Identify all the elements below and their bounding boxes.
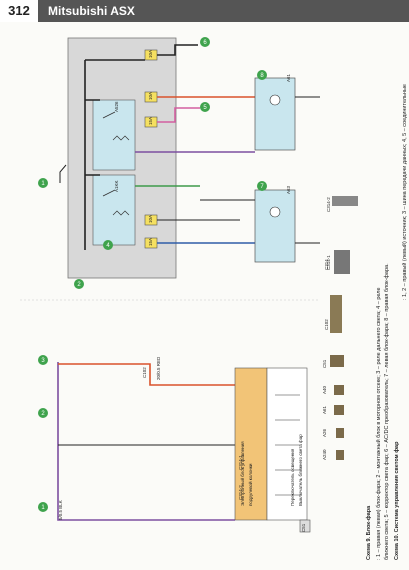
manual-title: Mitsubishi ASX bbox=[48, 4, 135, 18]
marker-5: 5 bbox=[203, 105, 207, 111]
callout-marker bbox=[38, 408, 48, 418]
wire-low-label: 5/0.5 BLK bbox=[58, 500, 63, 520]
connector-label-upper-1: C314-1 bbox=[326, 255, 331, 270]
conn-c51-label: C51 bbox=[301, 523, 306, 532]
headlamp-block-a61 bbox=[254, 77, 296, 151]
headlamp-block-a63 bbox=[254, 189, 296, 263]
lamp-icon bbox=[269, 94, 281, 106]
marker-1-lower: 1 bbox=[41, 505, 45, 511]
connector-c51-icon bbox=[330, 355, 344, 367]
fuse-label: 10A bbox=[148, 215, 153, 223]
marker-6: 6 bbox=[203, 40, 207, 46]
callout-marker bbox=[103, 240, 113, 250]
relay-low-label: A1KK bbox=[114, 180, 119, 192]
callout-marker bbox=[38, 355, 48, 365]
unit-right-label-2: Выключатель ближнего света фар bbox=[298, 434, 303, 506]
wire-purple-lower bbox=[57, 362, 235, 521]
caption-lower-text-1: : 1, 2 – правый (левый) источник; 3 – ши… bbox=[402, 84, 408, 300]
connector-label-middle-0: C314 bbox=[324, 259, 329, 270]
component-labels: A526 A1KK A61 A63 10A 10A 15A 10A 15A Эл… bbox=[58, 50, 306, 532]
connector-c314-2-icon bbox=[332, 196, 358, 206]
marker-8: 8 bbox=[260, 73, 264, 79]
input-wire bbox=[59, 164, 67, 183]
wire-pink bbox=[157, 107, 200, 123]
header-bar: Mitsubishi ASX bbox=[38, 0, 409, 22]
fuse-label: 10A bbox=[148, 92, 153, 100]
fuse-label: 15A bbox=[148, 238, 153, 246]
light-switch-unit bbox=[266, 367, 308, 521]
wire-red-lower bbox=[58, 363, 235, 386]
block-top-label: A61 bbox=[286, 73, 291, 82]
power-bus-wire bbox=[84, 44, 198, 250]
callout-marker bbox=[38, 502, 48, 512]
fuse-label: 10A bbox=[148, 50, 153, 58]
unit-left-label-2: подрулевой колонки bbox=[247, 463, 253, 506]
conn-c314-2-label: C314-2 bbox=[238, 485, 243, 500]
marker-1: 1 bbox=[41, 181, 45, 187]
caption-lower-title: Схема 10. Система управления светом фар bbox=[394, 441, 400, 560]
switch-contacts bbox=[275, 394, 300, 496]
callout-marker bbox=[257, 181, 267, 191]
caption-upper-title: Схема 9. Блок-фара bbox=[366, 505, 372, 560]
steering-control-unit bbox=[234, 367, 268, 521]
connector-label-middle-1: C102 bbox=[324, 319, 329, 330]
caption-upper-text-2: ближнего света; 5 – корректор света фар;… bbox=[384, 263, 390, 560]
callout-marker bbox=[200, 37, 210, 47]
wire-high-label: 20/0.5 RED bbox=[156, 356, 161, 380]
marker-3: 3 bbox=[41, 358, 45, 364]
relay-coil-high bbox=[112, 135, 130, 141]
connector-a40-icon bbox=[334, 385, 344, 395]
lamp-icon bbox=[269, 206, 281, 218]
connector-a61-icon bbox=[334, 405, 344, 415]
callout-marker bbox=[257, 70, 267, 80]
page-number: 312 bbox=[0, 0, 38, 22]
marker-4: 4 bbox=[106, 243, 110, 249]
conn-c314-1-label: C314-1 bbox=[238, 455, 243, 470]
connector-a26-icon bbox=[336, 428, 344, 438]
marker-2-lower: 2 bbox=[41, 411, 45, 417]
callout-markers bbox=[38, 37, 267, 512]
fuse-label: 15A bbox=[148, 117, 153, 125]
connector-label-lower-0: C51 bbox=[322, 359, 327, 368]
marker-numbers: 6 5 8 7 1 4 2 3 2 1 bbox=[41, 40, 264, 511]
connector-label-lower-4: A240 bbox=[322, 449, 327, 460]
connector-label-lower-1: A40 bbox=[322, 385, 327, 394]
low-beam-relay bbox=[92, 174, 136, 246]
marker-2: 2 bbox=[77, 282, 81, 288]
ground-block bbox=[299, 519, 311, 533]
connector-c314-1-icon bbox=[334, 250, 350, 274]
conn-c102-label: C102 bbox=[142, 367, 147, 378]
relay-high-label: A526 bbox=[114, 101, 119, 112]
high-beam-relay bbox=[92, 99, 136, 171]
connector-label-upper-0: C314-2 bbox=[326, 197, 331, 212]
connector-a240-icon bbox=[336, 450, 344, 460]
relay-switch-high bbox=[102, 111, 116, 119]
relay-coil-low bbox=[112, 210, 130, 216]
relay-switch-low bbox=[102, 189, 116, 197]
unit-right-label: Переключатель освещения bbox=[290, 448, 295, 506]
marker-7: 7 bbox=[260, 184, 264, 190]
block-bottom-label: A63 bbox=[286, 185, 291, 194]
connector-c102-icon bbox=[330, 295, 342, 333]
unit-left-label: Электронный блок управления bbox=[239, 441, 245, 506]
callout-marker bbox=[38, 178, 48, 188]
block-wires bbox=[200, 96, 320, 244]
callout-marker bbox=[200, 102, 210, 112]
callout-marker bbox=[74, 279, 84, 289]
page-header: 312 Mitsubishi ASX bbox=[0, 0, 409, 22]
connector-label-lower-2: A61 bbox=[322, 405, 327, 414]
connector-label-lower-3: A26 bbox=[322, 428, 327, 437]
connector-labels: C314-2 C314-1 C314 C102 C51 A40 A61 A26 … bbox=[322, 197, 331, 460]
caption-upper-text-1: : 1 – правая (левая) блок-фара; 2 – монт… bbox=[376, 287, 382, 560]
